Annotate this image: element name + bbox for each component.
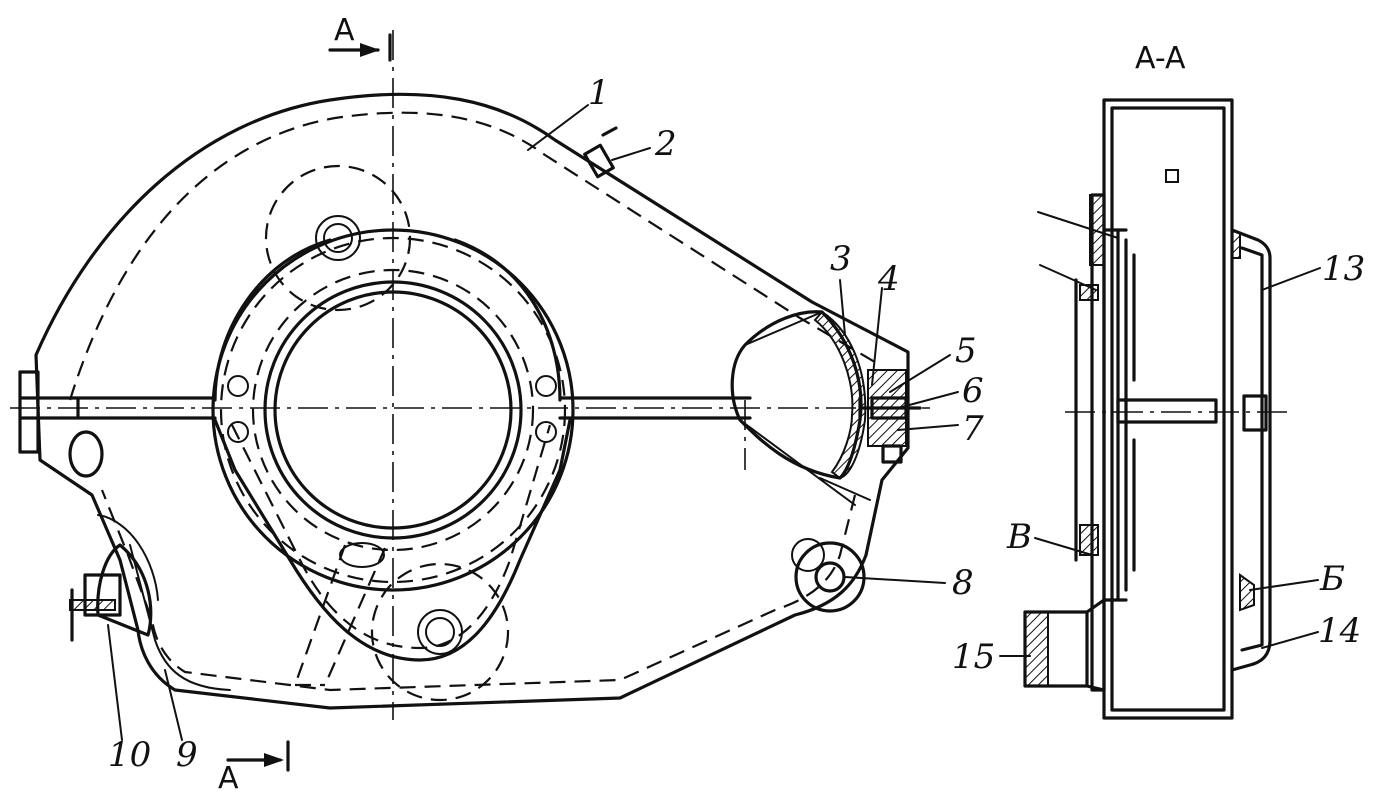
section-title: A-A — [1135, 41, 1186, 76]
callout-3: 3 — [830, 239, 852, 279]
section-arrow-bottom: A — [218, 740, 290, 796]
lower-shaft-hidden — [293, 544, 387, 687]
sight-glass — [68, 430, 104, 478]
section-shaft — [1116, 398, 1218, 424]
section-outer-wall — [1102, 98, 1234, 720]
upper-pinion-hidden — [264, 164, 412, 312]
housing-lower-line — [129, 544, 231, 691]
right-cover — [1230, 228, 1272, 672]
cover-plate — [739, 311, 871, 506]
callout-9: 9 — [176, 735, 198, 775]
section-inner-wall — [1110, 106, 1226, 712]
callout-2: 2 — [654, 124, 677, 164]
lifting-lug — [794, 541, 866, 613]
callout-14: 14 — [1318, 611, 1361, 651]
drain-guard — [97, 514, 159, 601]
upper-pinion-hub — [315, 215, 361, 261]
joint-flange — [20, 396, 862, 420]
callout-5: 5 — [955, 331, 977, 371]
housing-inner-wall — [68, 111, 881, 692]
boss-dashed — [231, 424, 552, 650]
breather-plug — [583, 126, 618, 179]
left-plates — [1074, 193, 1136, 692]
section-view-a-a: A-A — [952, 41, 1365, 720]
lug-hole — [814, 561, 846, 593]
callout-10: 10 — [108, 735, 151, 775]
section-arrow-top: A — [328, 13, 392, 62]
bolt-assembly-4-7 — [860, 369, 922, 464]
boss-bolts — [227, 375, 557, 443]
callout-1: 1 — [588, 73, 610, 113]
drain-plug — [69, 543, 153, 642]
lower-pinion-hub — [417, 609, 463, 655]
callout-15: 15 — [952, 637, 995, 677]
callout-b: Б — [1319, 559, 1345, 599]
leader-lines — [107, 104, 959, 741]
callout-4: 4 — [877, 259, 900, 299]
section-leaders — [999, 211, 1321, 657]
lower-pinion-hidden — [370, 562, 510, 702]
callout-v: В — [1006, 517, 1032, 557]
lower-boss — [339, 542, 385, 568]
left-end-cover — [18, 370, 40, 454]
housing-front-view: A A 1 2 3 4 5 6 7 8 9 10 — [10, 13, 984, 796]
section-mark-bottom: A — [218, 761, 239, 796]
bearing-boss — [213, 238, 572, 662]
callout-13: 13 — [1322, 249, 1365, 289]
lobe-wall — [813, 310, 867, 480]
callout-8: 8 — [952, 563, 974, 603]
housing-outline — [34, 92, 910, 710]
pinion-housing-15 — [1023, 598, 1106, 692]
section-mark-top: A — [334, 13, 355, 48]
callout-6: 6 — [962, 371, 984, 411]
callout-7: 7 — [962, 409, 984, 449]
